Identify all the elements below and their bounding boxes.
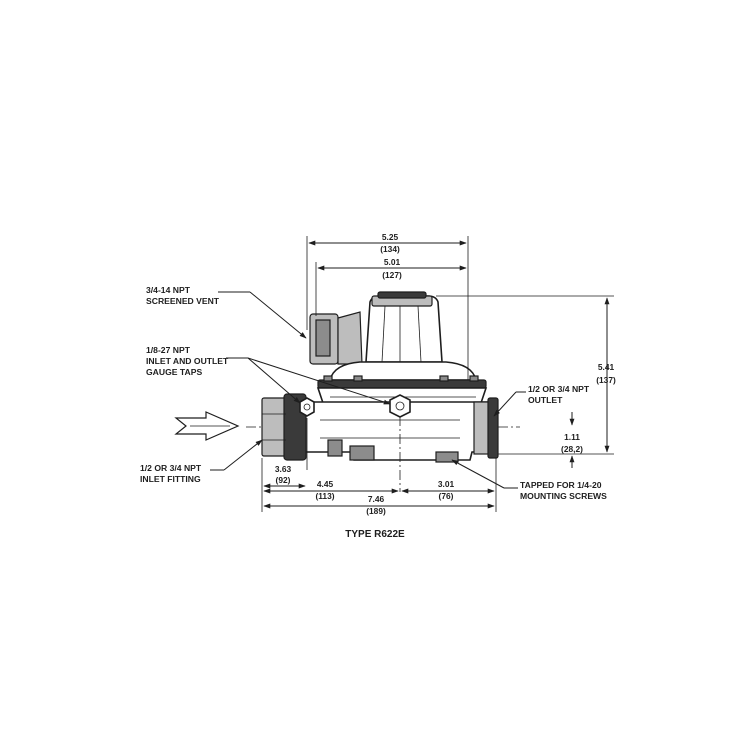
outlet-label-line2: OUTLET (528, 395, 563, 405)
callout-mounting-screws: TAPPED FOR 1/4-20 MOUNTING SCREWS (451, 459, 607, 501)
taps-label-line2: INLET AND OUTLET (146, 356, 229, 366)
overall-width-in: 5.25 (382, 232, 399, 242)
body-width-mm: (127) (382, 270, 402, 280)
mount-label-line2: MOUNTING SCREWS (520, 491, 607, 501)
centerlines (246, 416, 520, 492)
dim-center-to-outlet: 3.01 (76) (401, 479, 495, 501)
inlet-label-line1: 1/2 OR 3/4 NPT (140, 463, 202, 473)
height-in: 5.41 (598, 362, 615, 372)
dim-outlet-offset: 1.11 (28,2) (561, 412, 583, 468)
taps-label-line1: 1/8-27 NPT (146, 345, 191, 355)
inlet-to-tap-mm: (92) (276, 475, 291, 485)
diagram-caption: TYPE R622E (345, 529, 405, 540)
inlet-to-center-in: 4.45 (317, 479, 334, 489)
callout-outlet: 1/2 OR 3/4 NPT OUTLET (493, 384, 590, 417)
dim-inlet-to-center: 4.45 (113) (263, 479, 399, 501)
flow-arrow (174, 411, 240, 441)
dim-overall-width: 5.25 (134) (306, 232, 469, 380)
center-to-outlet-mm: (76) (439, 491, 454, 501)
overall-length-mm: (189) (366, 506, 386, 516)
vent-neck (337, 311, 363, 365)
outlet-offset-in: 1.11 (564, 432, 580, 442)
callout-gauge-taps: 1/8-27 NPT INLET AND OUTLET GAUGE TAPS (146, 345, 391, 405)
taps-label-line3: GAUGE TAPS (146, 367, 202, 377)
inlet-label-line2: INLET FITTING (140, 474, 201, 484)
regulator-body (261, 291, 499, 463)
center-to-outlet-in: 3.01 (438, 479, 455, 489)
bonnet-cap-top (377, 291, 427, 299)
inlet-gauge-tap (299, 397, 315, 417)
dim-overall-length: 7.46 (189) (263, 494, 495, 516)
casing-flange (317, 379, 487, 389)
vent-label-line2: SCREENED VENT (146, 296, 220, 306)
dim-body-width: 5.01 (127) (315, 257, 467, 316)
overall-length-in: 7.46 (368, 494, 385, 504)
inlet-to-tap-in: 3.63 (275, 464, 292, 474)
body-width-in: 5.01 (384, 257, 401, 267)
dim-inlet-to-tap: 3.63 (92) (263, 464, 306, 489)
vent-opening (315, 319, 331, 357)
inlet-fitting (261, 397, 287, 457)
dim-height: 5.41 (137) (436, 295, 616, 455)
overall-width-mm: (134) (380, 244, 400, 254)
outlet-label-line1: 1/2 OR 3/4 NPT (528, 384, 590, 394)
outlet-gauge-tap (389, 394, 411, 418)
diaphragm-casing (328, 361, 478, 381)
mount-label-line1: TAPPED FOR 1/4-20 (520, 480, 602, 490)
vent-label-line1: 3/4-14 NPT (146, 285, 191, 295)
callout-inlet-fitting: 1/2 OR 3/4 NPT INLET FITTING (140, 439, 263, 484)
outlet-offset-mm: (28,2) (561, 444, 583, 454)
height-mm: (137) (596, 375, 616, 385)
callout-screened-vent: 3/4-14 NPT SCREENED VENT (146, 285, 307, 339)
inlet-to-center-mm: (113) (315, 491, 334, 501)
